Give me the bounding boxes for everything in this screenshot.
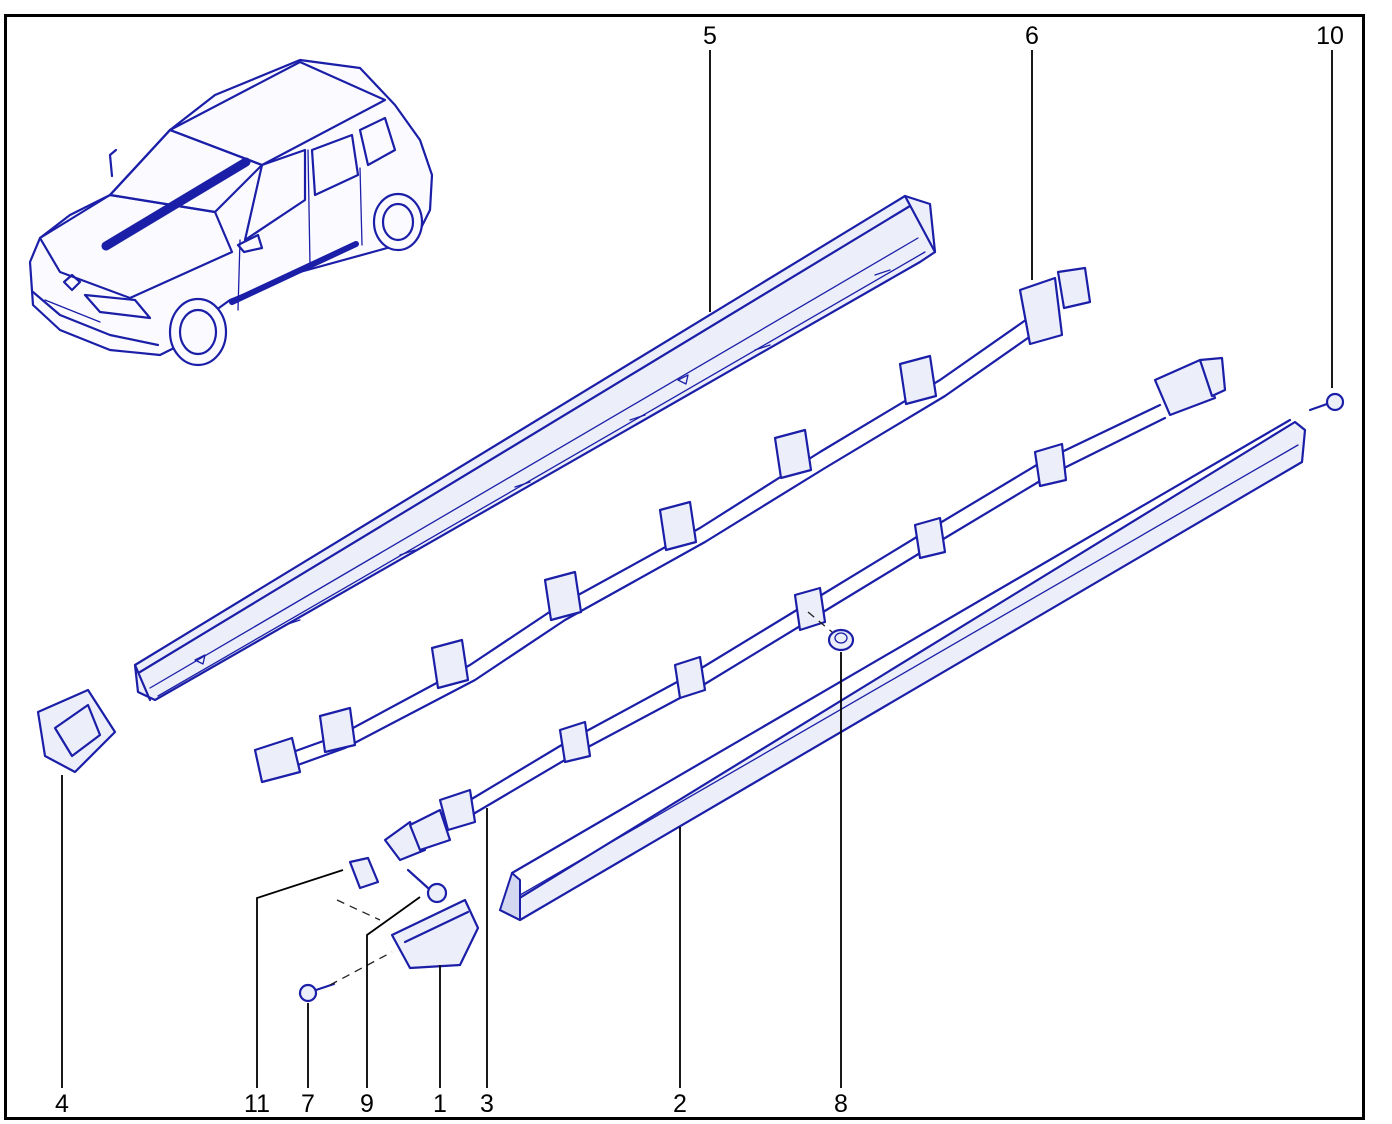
part-6-clip-rail — [253, 266, 1092, 784]
part-2-outer-trim — [498, 418, 1307, 922]
callout-9: 9 — [360, 1090, 374, 1118]
callout-10: 10 — [1316, 22, 1344, 50]
part-7-screw — [298, 982, 336, 1003]
part-1-end-piece — [390, 898, 480, 970]
callout-6: 6 — [1025, 22, 1039, 50]
part-10-screw — [1308, 392, 1345, 412]
assembly-lines — [329, 611, 833, 986]
part-11-clip — [348, 856, 380, 890]
callout-8: 8 — [834, 1090, 848, 1118]
car-roof-strip-highlight — [101, 157, 251, 251]
car-thumbnail — [28, 58, 434, 367]
callout-2: 2 — [673, 1090, 687, 1118]
callout-11: 11 — [244, 1090, 270, 1118]
callout-7: 7 — [301, 1090, 315, 1118]
part-9-screw — [406, 868, 448, 904]
callout-4: 4 — [55, 1090, 69, 1118]
callout-5: 5 — [703, 22, 717, 50]
leader-lines — [61, 50, 1333, 1088]
callout-3: 3 — [480, 1090, 494, 1118]
part-3-lower-rail — [383, 356, 1227, 862]
callout-1: 1 — [433, 1090, 447, 1118]
part-6-clip — [253, 266, 1092, 784]
part-4-end-cap — [36, 688, 117, 774]
car-sill-highlight — [229, 241, 359, 305]
callout-labels: 5 6 10 4 11 7 9 1 3 2 8 — [55, 22, 1344, 1118]
part-5-sill-cover — [133, 194, 937, 702]
part-8-grommet — [827, 628, 855, 652]
